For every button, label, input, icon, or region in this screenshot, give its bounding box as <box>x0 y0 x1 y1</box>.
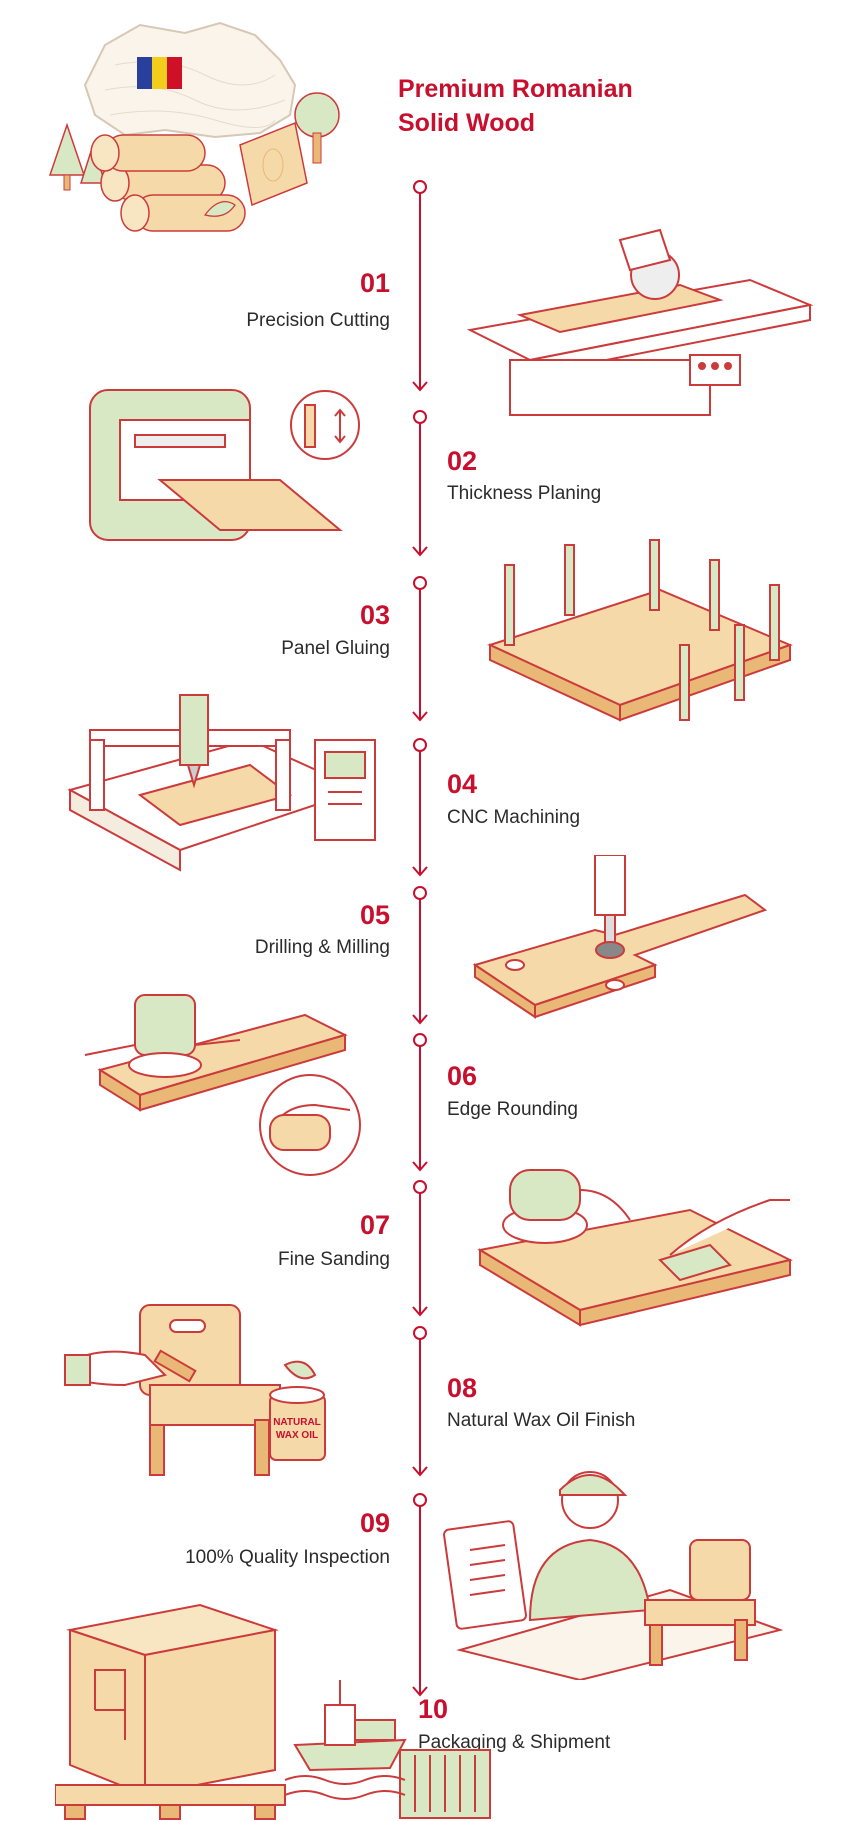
timeline-segment-4 <box>412 738 428 877</box>
step-3-label: Panel Gluing <box>281 638 390 659</box>
step-8-label: Natural Wax Oil Finish <box>447 1410 636 1431</box>
can-label-line-1: NATURAL <box>273 1417 321 1428</box>
inspector-icon <box>443 1471 784 1680</box>
table-saw-icon <box>466 228 814 416</box>
log-pile-icon <box>90 134 246 232</box>
step-5-label: Drilling & Milling <box>254 937 390 958</box>
step-7-label: Fine Sanding <box>278 1249 390 1270</box>
timeline-segment-1 <box>412 180 428 392</box>
timeline-segment-7 <box>412 1180 428 1317</box>
timeline-segment-3 <box>412 576 428 722</box>
brush-oil-icon: NATURAL WAX OIL <box>64 1304 326 1476</box>
step-10-label: Packaging & Shipment <box>418 1732 611 1753</box>
timeline-segment-5 <box>412 886 428 1025</box>
leaf-icon <box>203 201 236 217</box>
step-2-number: 02 <box>447 446 478 476</box>
shipping-box-icon <box>55 1603 286 1820</box>
ship-icon <box>293 1680 407 1772</box>
step-6-number: 06 <box>447 1061 478 1091</box>
drill-press-icon <box>472 855 768 1019</box>
timeline-segment-8 <box>412 1326 428 1477</box>
title-line-2: Solid Wood <box>398 109 536 137</box>
cargo-ship-icon <box>55 1603 491 1820</box>
step-1-number: 01 <box>359 268 390 298</box>
cnc-router-icon <box>67 694 376 872</box>
step-4-label: CNC Machining <box>447 807 581 828</box>
timeline-segment-9 <box>412 1493 428 1697</box>
step-2-label: Thickness Planing <box>447 483 602 504</box>
router-icon <box>84 994 361 1176</box>
romania-flag-icon <box>137 57 182 89</box>
orbital-sander-icon <box>477 1169 793 1327</box>
step-6-label: Edge Rounding <box>447 1099 578 1120</box>
checklist-icon <box>469 1544 506 1596</box>
deciduous-tree-icon <box>294 92 340 164</box>
timeline-segment-2 <box>412 410 428 557</box>
step-9-label: 100% Quality Inspection <box>185 1547 390 1568</box>
step-5-number: 05 <box>359 900 390 930</box>
step-8-number: 08 <box>447 1373 478 1403</box>
romania-map-logs-illustration <box>48 21 340 232</box>
wood-plank-icon <box>239 121 308 207</box>
step-9-number: 09 <box>359 1508 390 1538</box>
can-label-line-2: WAX OIL <box>276 1430 318 1441</box>
shipping-container-icon <box>399 1749 491 1819</box>
page-title: Premium Romanian Solid Wood <box>398 72 633 140</box>
step-1-label: Precision Cutting <box>246 310 390 331</box>
step-3-number: 03 <box>359 600 390 630</box>
step-4-number: 04 <box>447 769 478 799</box>
clamp-press-icon <box>487 539 793 722</box>
step-10-number: 10 <box>418 1694 449 1724</box>
step-7-number: 07 <box>359 1210 390 1240</box>
planer-icon <box>89 389 360 541</box>
process-timeline <box>412 180 428 1697</box>
title-line-1: Premium Romanian <box>398 75 633 103</box>
timeline-segment-6 <box>412 1033 428 1172</box>
